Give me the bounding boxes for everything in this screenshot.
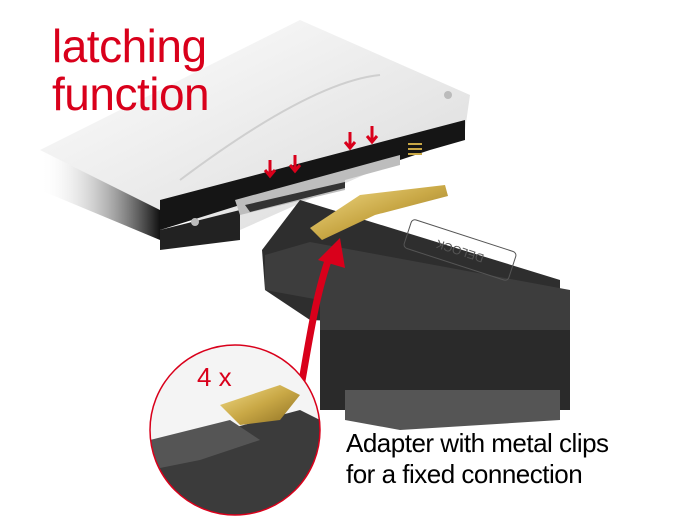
multiplier-label: 4 x [197, 362, 232, 392]
sata-adapter: DELOCK [262, 185, 570, 430]
arrow-down-icon [263, 160, 277, 179]
hard-drive [40, 20, 470, 250]
caption-line-1: Adapter with metal clips [346, 428, 609, 458]
latch-arrows [263, 126, 379, 179]
arrow-down-icon [288, 155, 302, 174]
detail-callout [149, 344, 321, 516]
caption: Adapter with metal clips for a fixed con… [346, 428, 609, 490]
headline: latching function [52, 20, 210, 120]
caption-line-2: for a fixed connection [346, 459, 583, 489]
headline-line-1: latching [52, 20, 207, 72]
screw-icon [191, 218, 199, 226]
screw-icon [444, 91, 452, 99]
arrow-down-icon [365, 126, 379, 145]
headline-line-2: function [52, 68, 210, 120]
arrow-down-icon [343, 132, 357, 151]
